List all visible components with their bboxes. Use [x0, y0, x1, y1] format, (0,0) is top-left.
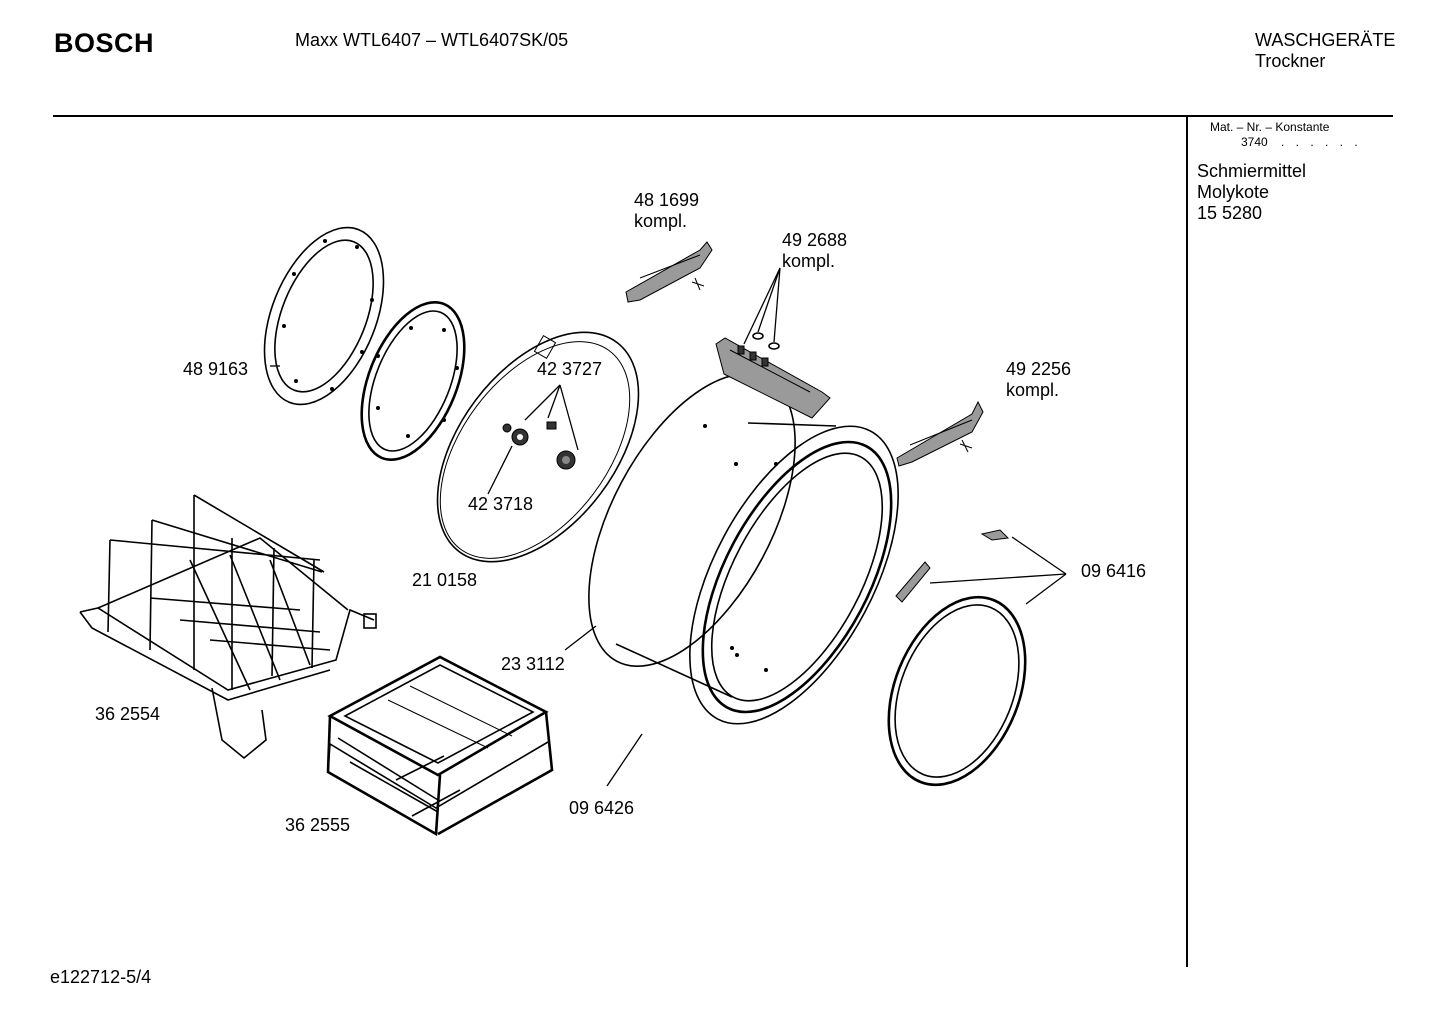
part-label-423718: 42 3718: [468, 494, 533, 515]
lubricant-line-1: Schmiermittel: [1197, 161, 1307, 181]
header-divider: [53, 115, 1393, 117]
drum-icon[interactable]: [546, 341, 941, 756]
seal-clip-icon[interactable]: [895, 529, 1010, 603]
part-number: 09 6416: [1081, 561, 1147, 581]
part-label-489163: 48 9163: [183, 359, 248, 380]
part-label-096426: 09 6426: [569, 798, 634, 819]
part-number: 42 3727: [537, 359, 603, 379]
part-note: kompl.: [634, 211, 688, 231]
part-number: 23 3112: [501, 654, 565, 674]
part-number: 36 2555: [285, 815, 351, 835]
lubricant-line-3: 15 5280: [1197, 203, 1263, 223]
part-note: kompl.: [1006, 380, 1060, 400]
drum-back-plate-icon[interactable]: [397, 295, 679, 598]
material-number-dots: . . . . . .: [1281, 135, 1362, 149]
sidebar-divider: [1186, 116, 1188, 967]
gasket-ring-icon[interactable]: [341, 288, 485, 475]
part-label-481699: 48 1699 kompl.: [634, 190, 699, 232]
part-note: kompl.: [782, 251, 836, 271]
leader-lines: [270, 267, 1067, 787]
material-number-header: Mat. – Nr. – Konstante: [1210, 120, 1330, 134]
exploded-view-drawing: [79, 210, 1067, 837]
part-number: 09 6426: [569, 798, 635, 818]
drying-rack-icon[interactable]: [326, 655, 554, 837]
part-label-362554: 36 2554: [95, 704, 160, 725]
part-number: 42 3718: [468, 494, 534, 514]
part-label-492256: 49 2256 kompl.: [1006, 359, 1071, 401]
model-title: Maxx WTL6407 – WTL6407SK/05: [295, 30, 569, 50]
brand-logo: BOSCH: [54, 28, 155, 58]
part-number: 48 9163: [183, 359, 249, 379]
part-label-210158: 21 0158: [412, 570, 477, 591]
category-block: WASCHGERÄTE Trockner: [1255, 30, 1395, 72]
latch-bracket-icon[interactable]: [625, 241, 713, 303]
filter-housing-icon[interactable]: [715, 332, 831, 419]
category-line-1: WASCHGERÄTE: [1255, 30, 1396, 50]
part-label-362555: 36 2555: [285, 815, 350, 836]
front-seal-ring-icon[interactable]: [241, 210, 407, 421]
latch-bracket-icon[interactable]: [896, 400, 984, 467]
part-label-096416: 09 6416: [1081, 561, 1146, 582]
part-label-492688: 49 2688 kompl.: [782, 230, 847, 272]
drum-seal-ring-icon[interactable]: [863, 577, 1051, 805]
part-number: 49 2688: [782, 230, 848, 250]
lubricant-block: Schmiermittel Molykote 15 5280: [1197, 161, 1306, 224]
material-number: 3740: [1241, 135, 1268, 149]
lubricant-line-2: Molykote: [1197, 182, 1270, 202]
part-number: 21 0158: [412, 570, 478, 590]
drawing-id: e122712-5/4: [50, 967, 152, 987]
category-line-2: Trockner: [1255, 51, 1326, 71]
part-number: 49 2256: [1006, 359, 1072, 379]
part-number: 48 1699: [634, 190, 700, 210]
part-label-423727: 42 3727: [537, 359, 602, 380]
drying-basket-icon[interactable]: [79, 494, 377, 760]
part-number: 36 2554: [95, 704, 161, 724]
part-label-233112: 23 3112: [501, 654, 565, 675]
